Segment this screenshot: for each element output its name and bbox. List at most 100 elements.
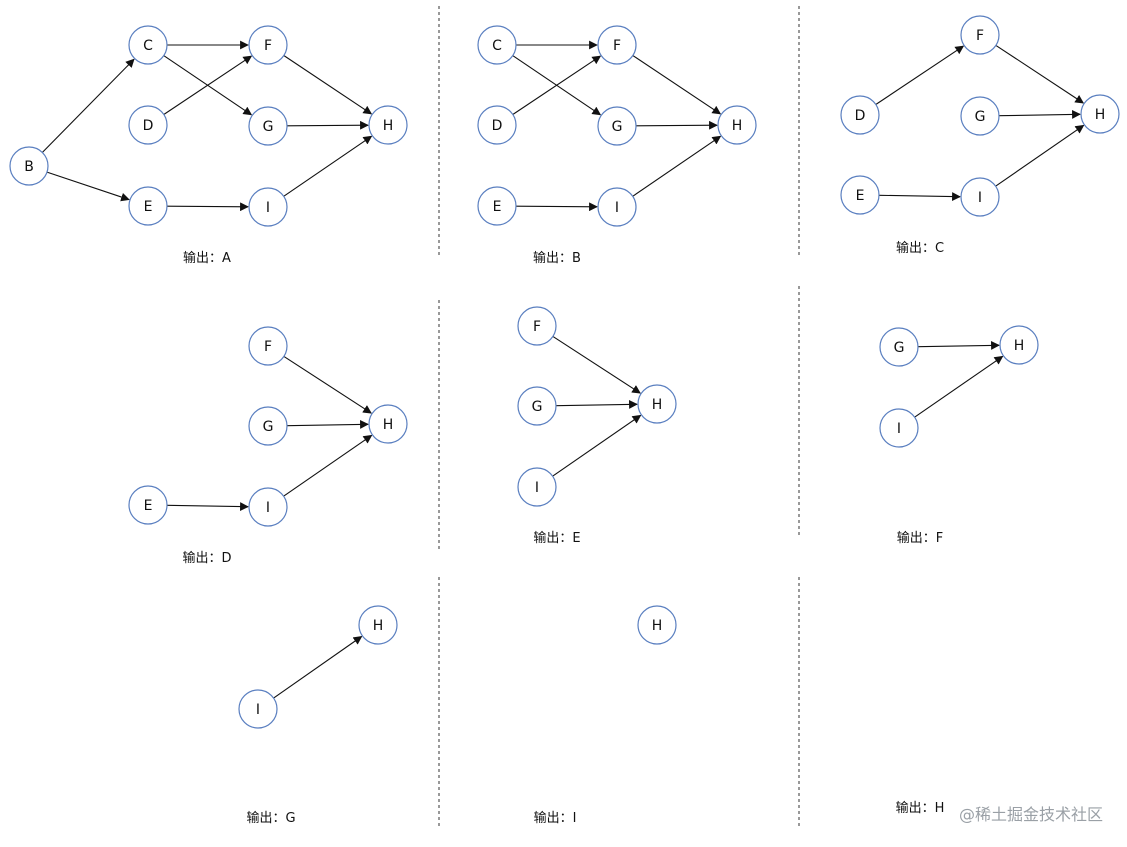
edge-d-to-f: [163, 55, 253, 115]
node-label: H: [1014, 338, 1025, 354]
node-label: E: [144, 199, 153, 215]
node-g: G: [879, 327, 919, 367]
edge-g-to-h: [635, 120, 718, 130]
panel-9: 输出：H: [896, 800, 945, 816]
node-label: I: [256, 702, 260, 718]
node-label: C: [143, 38, 153, 54]
edge-b-to-c: [41, 58, 135, 153]
node-g: G: [517, 386, 557, 426]
node-circle: [477, 25, 517, 65]
node-g: G: [597, 106, 637, 146]
node-circle: [960, 96, 1000, 136]
output-caption: 输出：F: [897, 530, 943, 546]
node-circle: [840, 175, 880, 215]
node-i: I: [238, 689, 278, 729]
node-g: G: [248, 406, 288, 446]
edge-i-to-h: [995, 124, 1085, 187]
node-label: I: [897, 421, 901, 437]
node-circle: [248, 187, 288, 227]
node-label: H: [732, 118, 743, 134]
node-c: C: [477, 25, 517, 65]
node-label: F: [976, 28, 984, 44]
edges: [875, 44, 1085, 201]
edge-i-to-h: [914, 355, 1004, 418]
edges: [552, 335, 642, 477]
node-label: G: [263, 419, 274, 435]
node-label: F: [264, 339, 272, 355]
edge-e-to-i: [166, 202, 249, 212]
node-circle: [128, 485, 168, 525]
edge-f-to-h: [283, 55, 373, 115]
edge-i-to-h: [283, 135, 373, 197]
edge-i-to-h: [283, 434, 373, 497]
node-b: B: [9, 146, 49, 186]
edge-f-to-h: [552, 335, 641, 394]
node-circle: [597, 187, 637, 227]
node-f: F: [517, 306, 557, 346]
node-i: I: [597, 187, 637, 227]
edges: [273, 635, 363, 699]
node-i: I: [517, 467, 557, 507]
node-label: I: [266, 200, 270, 216]
watermark: @稀土掘金技术社区: [958, 805, 1103, 824]
node-label: G: [894, 340, 905, 356]
edge-i-to-h: [273, 635, 363, 699]
node-circle: [248, 25, 288, 65]
edge-d-to-f: [512, 55, 602, 115]
node-circle: [960, 15, 1000, 55]
edge-e-to-i: [515, 202, 598, 212]
node-circle: [879, 327, 919, 367]
output-caption: 输出：D: [182, 550, 231, 566]
edges: [41, 40, 373, 212]
node-h: H: [368, 404, 408, 444]
node-circle: [597, 106, 637, 146]
output-caption: 输出：G: [246, 810, 295, 826]
output-caption: 输出：C: [896, 240, 944, 256]
node-circle: [248, 106, 288, 146]
node-i: I: [248, 487, 288, 527]
output-caption: 输出：I: [534, 810, 577, 826]
node-label: H: [383, 417, 394, 433]
node-e: E: [477, 186, 517, 226]
node-circle: [128, 186, 168, 226]
edge-g-to-h: [555, 400, 638, 409]
node-i: I: [960, 177, 1000, 217]
output-caption: 输出：H: [896, 800, 945, 816]
edge-i-to-h: [552, 414, 642, 477]
node-circle: [999, 325, 1039, 365]
node-label: H: [652, 618, 663, 634]
edges: [512, 40, 722, 212]
panel-6: G H I 输出：F: [879, 325, 1039, 546]
node-g: G: [248, 106, 288, 146]
output-caption: 输出：E: [533, 530, 580, 546]
node-circle: [128, 105, 168, 145]
node-circle: [128, 25, 168, 65]
output-caption: 输出：A: [183, 250, 231, 266]
node-circle: [358, 605, 398, 645]
node-g: G: [960, 96, 1000, 136]
node-h: H: [999, 325, 1039, 365]
node-h: H: [1080, 94, 1120, 134]
node-label: E: [144, 498, 153, 514]
node-circle: [637, 605, 677, 645]
edge-e-to-i: [166, 502, 249, 511]
edge-g-to-h: [286, 120, 369, 130]
node-circle: [248, 487, 288, 527]
node-label: G: [263, 119, 274, 135]
node-f: F: [960, 15, 1000, 55]
node-h: H: [358, 605, 398, 645]
node-label: I: [978, 190, 982, 206]
node-f: F: [248, 25, 288, 65]
node-h: H: [637, 605, 677, 645]
node-circle: [840, 95, 880, 135]
edge-d-to-f: [875, 45, 965, 105]
node-label: E: [856, 188, 865, 204]
node-circle: [248, 326, 288, 366]
edge-f-to-h: [995, 44, 1085, 104]
edges: [914, 341, 1004, 418]
